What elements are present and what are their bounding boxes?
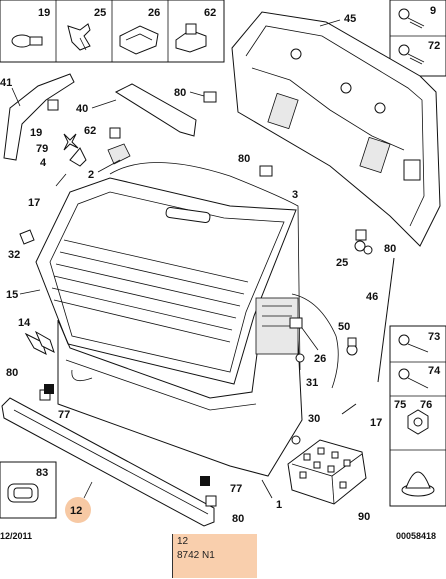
callout-25-b: 25	[336, 257, 348, 269]
tailgate-inner-panel: 45	[231, 11, 441, 247]
callout-74: 74	[428, 365, 441, 377]
callout-79: 79	[36, 143, 48, 155]
callout-31: 31	[306, 377, 318, 389]
callout-25: 25	[94, 7, 106, 19]
callout-12: 12	[70, 505, 82, 517]
grommet-76-icon	[401, 471, 435, 497]
grommet-30-icon	[291, 435, 301, 445]
callout-41: 41	[0, 77, 12, 89]
callout-62: 62	[204, 7, 216, 19]
hinge-25-b-icon	[354, 240, 373, 255]
callout-77-b: 77	[230, 483, 242, 495]
footer-date: 12/2011	[0, 531, 32, 541]
bracket-14-icon	[24, 330, 55, 355]
callout-50: 50	[338, 321, 350, 333]
latch-icon	[107, 143, 131, 165]
callout-80-a: 80	[174, 87, 186, 99]
callout-19-b: 19	[30, 127, 42, 139]
screw-72-icon	[398, 44, 425, 65]
clip-62-b-icon	[109, 127, 121, 139]
screw-74-icon	[398, 368, 429, 389]
clip-62-icon	[175, 23, 207, 53]
nut-31-icon	[295, 353, 305, 363]
nut-75-icon	[407, 409, 429, 435]
callout-40: 40	[76, 103, 88, 115]
clip-80-a-icon	[203, 91, 217, 103]
cable-icon	[291, 293, 339, 389]
callout-19: 19	[38, 7, 50, 19]
pad-77-a-icon	[44, 384, 54, 394]
callout-32: 32	[8, 249, 20, 261]
screw-73-icon	[398, 334, 429, 353]
pin-17-b-icon	[341, 403, 357, 415]
callout-73: 73	[428, 331, 440, 343]
screw-9-icon	[398, 8, 425, 29]
callout-45: 45	[344, 13, 356, 25]
top-parts-panel: 19 25 26 62	[0, 0, 225, 63]
footer-ref: 00058418	[396, 531, 436, 541]
callout-80-d: 80	[6, 367, 18, 379]
stud-50-icon	[346, 337, 358, 356]
callout-46: 46	[366, 291, 378, 303]
callout-77-a: 77	[58, 409, 70, 421]
strut-46: 46	[366, 257, 395, 383]
callout-9: 9	[430, 5, 436, 17]
clip-80-c-icon	[355, 229, 367, 241]
block-90: 90	[287, 439, 370, 523]
callout-72: 72	[428, 40, 440, 52]
callout-76: 76	[420, 399, 432, 411]
callout-90: 90	[358, 511, 370, 523]
callout-2: 2	[88, 169, 94, 181]
screw-panel-bottom: 73 74 75 76	[389, 325, 446, 507]
plug-83-icon	[7, 483, 39, 503]
callout-80-b: 80	[238, 153, 250, 165]
callout-17-b: 17	[370, 417, 382, 429]
trim-41: 41	[0, 73, 75, 161]
clip-80-e-icon	[205, 495, 217, 507]
tailgate-outer-1: 1	[57, 297, 303, 511]
callout-17-a: 17	[28, 197, 40, 209]
clip-80-b-icon	[259, 165, 273, 177]
bracket-4-icon	[69, 147, 87, 167]
clip-32-icon	[19, 229, 35, 245]
cable-left-icon	[71, 369, 93, 382]
seal-3: 3	[109, 162, 301, 371]
callout-14: 14	[18, 317, 31, 329]
clip-19-icon	[11, 34, 43, 48]
pin-17-a-icon	[55, 173, 67, 187]
callout-3: 3	[292, 189, 298, 201]
callout-62-b: 62	[84, 125, 96, 137]
callout-75: 75	[394, 399, 406, 411]
trim-strip-40: 40	[76, 83, 197, 137]
callout-15: 15	[6, 289, 18, 301]
pad-77-b-icon	[200, 476, 210, 486]
rear-glass-15: 15	[6, 177, 297, 385]
callout-1: 1	[276, 499, 282, 511]
reference-box: 12 8742 N1	[172, 534, 257, 578]
part-box-83: 83	[0, 461, 57, 519]
push-pin-25-icon	[67, 23, 91, 51]
callout-83: 83	[36, 467, 48, 479]
reference-code: 8742 N1	[177, 550, 215, 561]
clip-26-icon	[119, 25, 159, 55]
reference-part-number: 12	[177, 536, 189, 547]
cross-79-icon	[63, 133, 79, 151]
callout-4: 4	[40, 157, 47, 169]
clip-19-b-icon	[47, 99, 59, 111]
callout-26: 26	[148, 7, 160, 19]
callout-26-b: 26	[314, 353, 326, 365]
highlight-12	[65, 497, 91, 523]
callout-80-c: 80	[384, 243, 396, 255]
clip-26-b-icon	[289, 317, 303, 329]
trim-strip-12: 12	[1, 397, 215, 527]
callout-30: 30	[308, 413, 320, 425]
callout-80-e: 80	[232, 513, 244, 525]
